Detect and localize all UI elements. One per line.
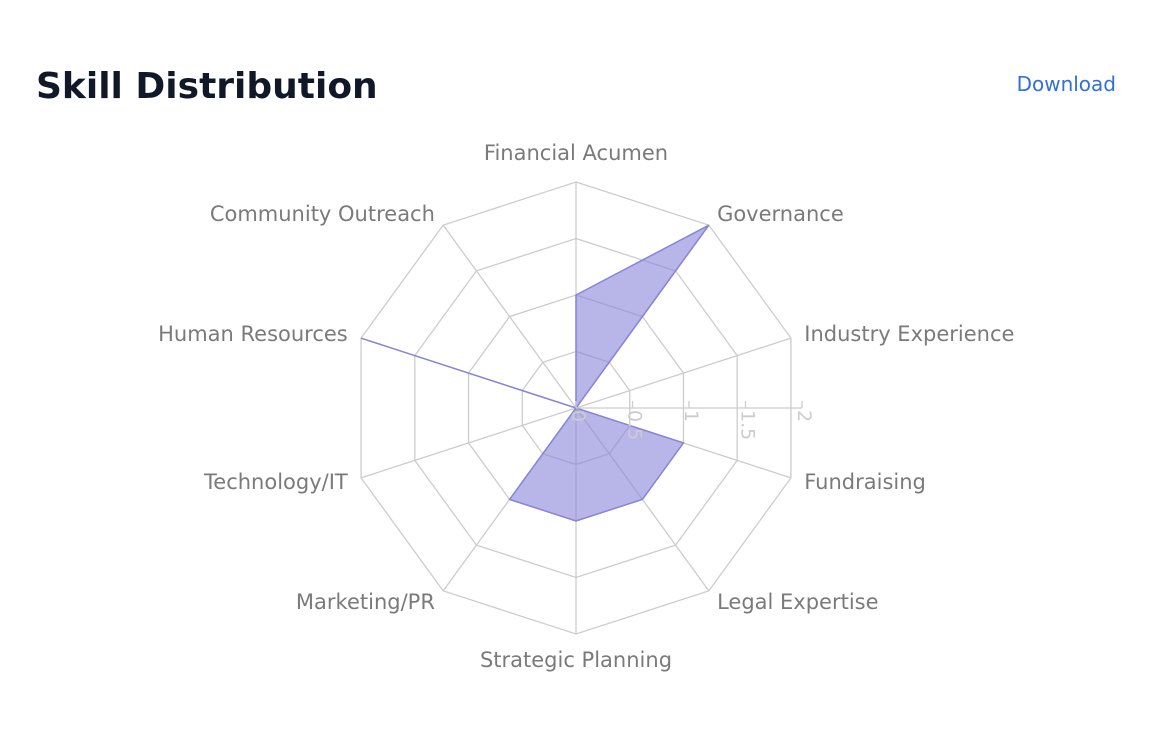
axis-label: Legal Expertise	[717, 590, 878, 614]
radial-tick-label: 0	[567, 410, 589, 422]
download-link[interactable]: Download	[1016, 72, 1116, 96]
axis-label: Industry Experience	[804, 322, 1014, 346]
axis-label: Governance	[717, 202, 844, 226]
axis-label: Marketing/PR	[296, 590, 435, 614]
axis-label: Strategic Planning	[480, 648, 672, 672]
series-area	[360, 224, 710, 522]
grid-spoke	[575, 337, 792, 409]
radial-tick-label: 0.5	[624, 410, 646, 440]
axis-label: Community Outreach	[210, 202, 435, 226]
radial-ticks: 0 0.5 1 1.5 2	[567, 401, 815, 440]
chart-title: Skill Distribution	[36, 66, 378, 107]
radial-tick-label: 1	[680, 410, 702, 422]
radial-tick-label: 2	[793, 410, 815, 422]
axis-label: Technology/IT	[203, 470, 348, 494]
grid-spoke	[360, 407, 577, 479]
radar-series	[360, 224, 710, 522]
axis-label: Financial Acumen	[484, 141, 668, 165]
axis-label: Human Resources	[158, 322, 348, 346]
grid-spoke	[442, 224, 577, 409]
radial-tick-label: 1.5	[737, 410, 759, 440]
axis-label: Fundraising	[804, 470, 926, 494]
